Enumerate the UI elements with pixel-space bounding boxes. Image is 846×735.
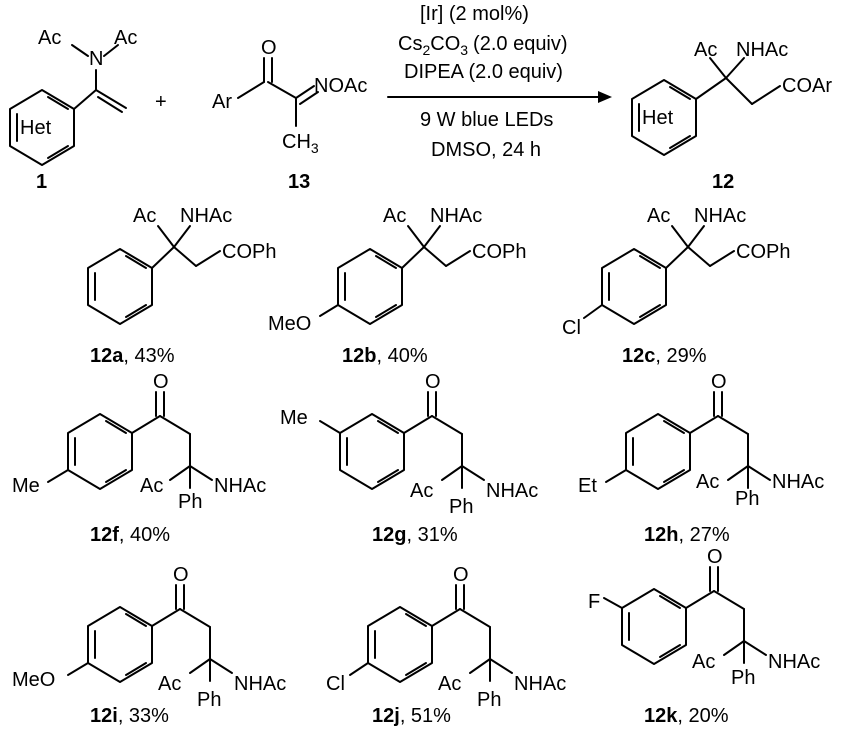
catalyst-text: [Ir] (2 mol%)	[420, 3, 529, 25]
acetamide-label: NHAc	[430, 205, 482, 227]
chloro-label: Cl	[562, 317, 581, 339]
acetamide-label: NHAc	[486, 480, 538, 502]
solvent-time-text: DMSO, 24 h	[431, 139, 541, 161]
acetamide-label: NHAc	[768, 651, 820, 673]
structure-12a: Ac NHAc COPh	[87, 205, 276, 325]
structure-12f: O Me Ac Ph NHAc	[12, 371, 266, 513]
yield-label-12a: 12a, 43%	[90, 345, 175, 367]
acetamide-label: NHAc	[214, 475, 266, 497]
ketone-label: COAr	[782, 75, 832, 97]
compound-number: 1	[36, 171, 47, 193]
structure-12j: O Cl Ac Ph NHAc	[326, 564, 566, 711]
compound-number: 13	[288, 171, 310, 193]
additive-text: DIPEA (2.0 equiv)	[404, 61, 563, 83]
ketone-label: COPh	[736, 241, 790, 263]
reactant-13-structure: Ar O NOAc CH3	[212, 37, 367, 156]
ketone-label: COPh	[222, 241, 276, 263]
acetyl-label: Ac	[158, 673, 181, 695]
methoxy-label: MeO	[12, 669, 55, 691]
yield-label-12h: 12h, 27%	[644, 524, 730, 546]
methoxy-label: MeO	[268, 313, 311, 335]
ethyl-label: Et	[578, 475, 597, 497]
yield-label-12g: 12g, 31%	[372, 524, 458, 546]
carbonyl-oxygen: O	[707, 546, 723, 568]
acetyl-label: Ac	[694, 39, 717, 61]
oxime-label: NOAc	[314, 75, 367, 97]
yield-label-12b: 12b, 40%	[342, 345, 428, 367]
phenyl-label: Ph	[449, 496, 473, 518]
acetamide-label: NHAc	[694, 205, 746, 227]
phenyl-label: Ph	[197, 689, 221, 711]
acetyl-label: Ac	[133, 205, 156, 227]
product-12-structure: Het Ac NHAc COAr	[631, 39, 832, 156]
yield-label-12i: 12i, 33%	[90, 705, 169, 727]
acetamide-label: NHAc	[514, 673, 566, 695]
yield-label-12c: 12c, 29%	[622, 345, 707, 367]
phenyl-label: Ph	[735, 488, 759, 510]
methyl-label: Me	[280, 407, 308, 429]
plus-sign: +	[155, 91, 167, 113]
acetyl-label: Ac	[383, 205, 406, 227]
acetyl-label: Ac	[410, 480, 433, 502]
structure-12g: O Me Ac Ph NHAc	[280, 371, 538, 518]
compound-number: 12	[712, 171, 734, 193]
acetyl-label: Ac	[140, 475, 163, 497]
phenyl-label: Ph	[178, 491, 202, 513]
light-source-text: 9 W blue LEDs	[420, 109, 553, 131]
ketone-label: COPh	[472, 241, 526, 263]
yield-label-12f: 12f, 40%	[90, 524, 170, 546]
acetyl-label: Ac	[647, 205, 670, 227]
acetamide-label: NHAc	[234, 673, 286, 695]
arrowhead	[598, 91, 612, 103]
carbonyl-oxygen: O	[711, 371, 727, 393]
chloro-label: Cl	[326, 673, 345, 695]
carbonyl-oxygen: O	[453, 564, 469, 586]
carbonyl-oxygen: O	[173, 564, 189, 586]
structure-12k: O F Ac Ph NHAc	[588, 546, 820, 689]
acetamide-label: NHAc	[180, 205, 232, 227]
structure-12i: O MeO Ac Ph NHAc	[12, 564, 286, 711]
yield-label-12j: 12j, 51%	[372, 705, 451, 727]
structure-12c: Cl Ac NHAc COPh	[562, 205, 790, 339]
reactant-1-structure: Het N Ac Ac	[9, 27, 137, 166]
methyl-label: Me	[12, 475, 40, 497]
het-ring-label: Het	[642, 107, 674, 129]
yield-label-12k: 12k, 20%	[644, 705, 729, 727]
structure-12b: MeO Ac NHAc COPh	[268, 205, 526, 335]
carbonyl-oxygen: O	[425, 371, 441, 393]
het-ring-label: Het	[20, 117, 52, 139]
structure-12h: O Et Ac Ph NHAc	[578, 371, 824, 510]
carbonyl-oxygen: O	[153, 371, 169, 393]
base-text: Cs2CO3(2.0 equiv)	[398, 33, 568, 58]
acetyl-label: Ac	[692, 651, 715, 673]
aryl-label: Ar	[212, 91, 232, 113]
acetyl-label: Ac	[114, 27, 137, 49]
acetamide-label: NHAc	[772, 471, 824, 493]
acetamide-label: NHAc	[736, 39, 788, 61]
phenyl-label: Ph	[477, 689, 501, 711]
acetyl-label: Ac	[696, 471, 719, 493]
acetyl-label: Ac	[38, 27, 61, 49]
carbonyl-oxygen: O	[261, 37, 277, 59]
acetyl-label: Ac	[438, 673, 461, 695]
fluoro-label: F	[588, 591, 600, 613]
phenyl-label: Ph	[731, 667, 755, 689]
reaction-conditions: [Ir] (2 mol%) Cs2CO3(2.0 equiv) DIPEA (2…	[398, 3, 568, 161]
n-atom-label: N	[89, 48, 103, 70]
methyl-label: CH3	[282, 131, 319, 156]
